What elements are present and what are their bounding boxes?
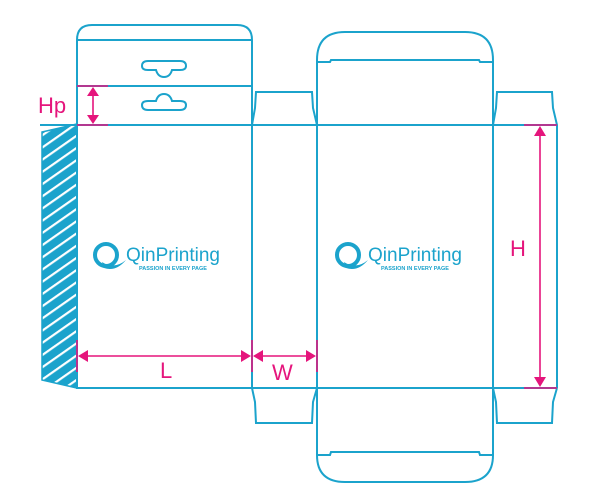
h-label: H (510, 236, 526, 261)
brand-tagline: PASSION IN EVERY PAGE (139, 266, 207, 272)
w-label: W (272, 360, 293, 385)
dimension-h: H (510, 124, 557, 389)
l-label: L (160, 358, 172, 383)
dimension-w: W (253, 340, 318, 385)
hang-hole-icon (140, 92, 188, 111)
brand-logo-back: QinPrinting PASSION IN EVERY PAGE (335, 242, 462, 272)
brand-tagline: PASSION IN EVERY PAGE (381, 266, 449, 272)
hang-hole-icon (140, 60, 188, 79)
brand-name: QinPrinting (368, 245, 462, 266)
front-panel (40, 24, 557, 389)
back-panel (316, 31, 494, 483)
dimension-hp: Hp (38, 85, 108, 126)
brand-logo-front: QinPrinting PASSION IN EVERY PAGE (93, 242, 220, 272)
dimension-l: L (76, 340, 253, 383)
glue-flap (41, 123, 78, 389)
hp-label: Hp (38, 93, 66, 118)
side-panel-left (251, 91, 318, 424)
brand-name: QinPrinting (126, 245, 220, 266)
